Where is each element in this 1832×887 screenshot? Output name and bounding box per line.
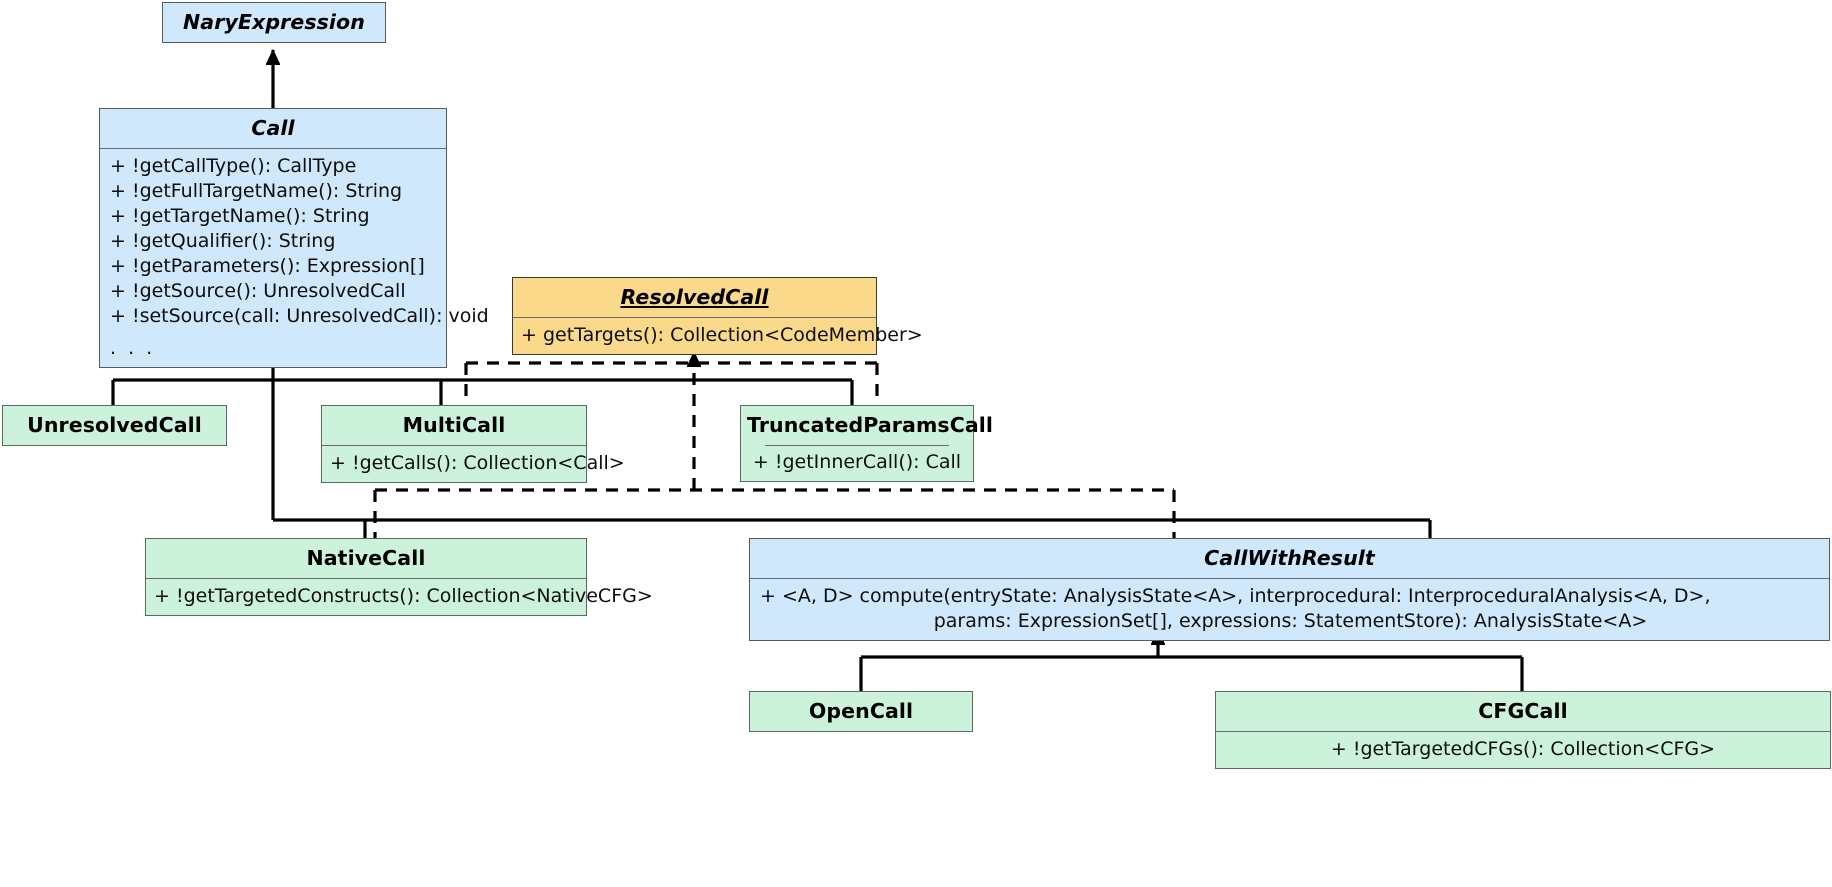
class-title-callwithresult: CallWithResult: [1204, 546, 1375, 570]
class-box-call[interactable]: Call + !getCallType(): CallType + !getFu…: [99, 108, 489, 368]
member-row: + !getTargetedCFGs(): Collection<CFG>: [1330, 738, 1716, 760]
class-members-callwithresult: + <A, D> compute(entryState: AnalysisSta…: [750, 578, 1829, 640]
member-row: + !getInnerCall(): Call: [752, 451, 962, 473]
class-title-call: Call: [251, 116, 295, 140]
class-title-unresolvedcall: UnresolvedCall: [27, 413, 202, 437]
class-title-opencall: OpenCall: [808, 699, 914, 723]
class-title-nativecall: NativeCall: [306, 546, 426, 570]
member-row: + !getQualifier(): String: [110, 230, 336, 253]
class-title-naryexpression: NaryExpression: [183, 10, 365, 34]
class-box-callwithresult[interactable]: CallWithResult + <A, D> compute(entrySta…: [749, 538, 1830, 642]
class-box-truncatedparamscall[interactable]: TruncatedParamsCall + !getInnerCall(): C…: [740, 405, 994, 483]
member-row: + getTargets(): Collection<CodeMember>: [521, 324, 923, 346]
class-title-cfgcall: CFGCall: [1478, 699, 1568, 723]
class-members-resolvedcall: + getTargets(): Collection<CodeMember>: [513, 317, 923, 354]
member-row: + !getParameters(): Expression[]: [110, 255, 425, 278]
class-box-naryexpression[interactable]: NaryExpression: [162, 2, 386, 43]
member-row: + !getFullTargetName(): String: [110, 180, 403, 203]
class-members-nativecall: + !getTargetedConstructs(): Collection<N…: [146, 578, 653, 615]
member-row: + !getTargetedConstructs(): Collection<N…: [154, 585, 653, 607]
member-row: + <A, D> compute(entryState: AnalysisSta…: [760, 585, 1711, 607]
member-row: + !getTargetName(): String: [110, 205, 370, 228]
class-box-cfgcall[interactable]: CFGCall + !getTargetedCFGs(): Collection…: [1215, 691, 1831, 770]
member-row-continuation: params: ExpressionSet[], expressions: St…: [933, 610, 1648, 633]
class-box-multicall[interactable]: MultiCall + !getCalls(): Collection<Call…: [321, 405, 625, 484]
class-box-opencall[interactable]: OpenCall: [749, 691, 973, 732]
member-row-ellipsis: . . .: [110, 336, 156, 359]
class-members-call: + !getCallType(): CallType + !getFullTar…: [100, 148, 489, 367]
class-members-truncatedparamscall: + !getInnerCall(): Call: [741, 445, 973, 481]
class-members-cfgcall: + !getTargetedCFGs(): Collection<CFG>: [1216, 731, 1830, 768]
compartment-divider: [765, 445, 949, 446]
class-title-resolvedcall: ResolvedCall: [513, 278, 876, 317]
class-title-resolvedcall-text: ResolvedCall: [620, 285, 769, 309]
member-row: + !getCallType(): CallType: [110, 155, 357, 177]
member-row: + !getSource(): UnresolvedCall: [110, 280, 406, 303]
member-row: + !getCalls(): Collection<Call>: [330, 452, 625, 474]
class-box-nativecall[interactable]: NativeCall + !getTargetedConstructs(): C…: [145, 538, 653, 617]
class-title-multicall: MultiCall: [402, 413, 506, 437]
member-row: + !setSource(call: UnresolvedCall): void: [110, 305, 489, 328]
class-box-resolvedcall[interactable]: ResolvedCall + getTargets(): Collection<…: [512, 277, 923, 356]
class-title-truncatedparamscall: TruncatedParamsCall: [747, 413, 994, 437]
class-members-multicall: + !getCalls(): Collection<Call>: [322, 445, 625, 482]
class-box-unresolvedcall[interactable]: UnresolvedCall: [2, 405, 227, 446]
